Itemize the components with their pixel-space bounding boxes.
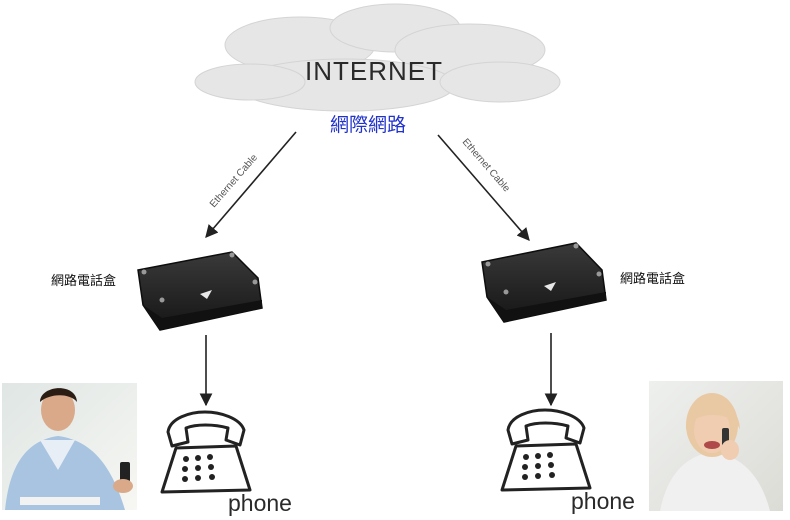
internet-cloud [194,3,561,112]
cable-arrow-right [437,134,530,241]
internet-label: INTERNET [305,56,443,86]
box-label-left: 網路電話盒 [51,274,117,289]
cable-arrow-left [205,131,297,238]
voip-box-right-icon [481,242,607,323]
box-label-right: 網路電話盒 [620,272,686,287]
cable-label-right: Ethernet Cable [460,137,512,195]
woman-on-phone-photo [649,381,783,511]
man-on-phone-photo [2,383,137,510]
telephone-left-icon [160,410,252,494]
telephone-right-icon [500,408,592,492]
voip-box-left-icon [137,251,263,331]
phone-label-left: phone [228,490,292,516]
cable-label-left: Ethernet Cable [208,152,260,210]
phone-label-right: phone [571,488,635,514]
network-label: 網際網路 [329,114,406,136]
